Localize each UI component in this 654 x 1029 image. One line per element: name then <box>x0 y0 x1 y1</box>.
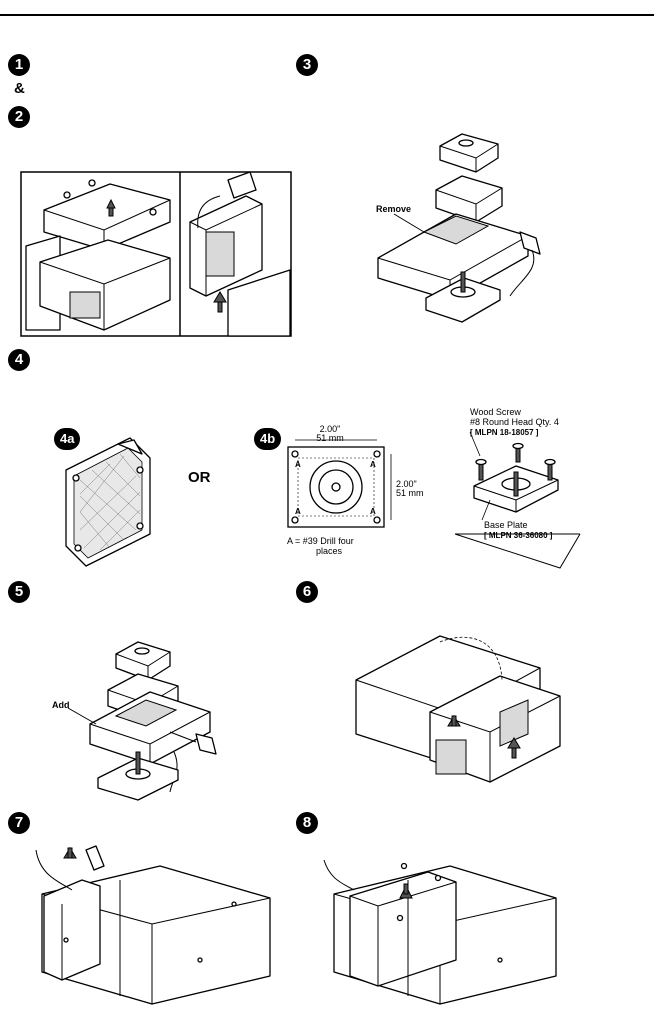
step-3-number: 3 <box>296 54 318 76</box>
dim-height-mm: 51 mm <box>396 488 424 498</box>
drill-note-line-2: places <box>316 546 343 556</box>
ampersand: & <box>14 80 25 97</box>
step-4a-badge: 4a <box>54 428 81 450</box>
step-4b-base-plate-mounting <box>454 431 581 569</box>
wood-screw-line-1: Wood Screw <box>470 407 521 417</box>
step-6-number: 6 <box>296 581 318 603</box>
step-1-2-illustration <box>20 171 292 337</box>
step-5-illustration <box>67 641 217 801</box>
step-1-number: 1 <box>8 54 30 76</box>
step-4b-badge: 4b <box>254 428 282 450</box>
label-add: Add <box>52 700 70 710</box>
step-8-illustration <box>323 859 557 1005</box>
hole-marker-tr: A <box>370 460 376 469</box>
dim-height-inches: 2.00" <box>396 479 417 489</box>
base-plate-line-1: Base Plate <box>484 520 528 530</box>
dim-width-inches: 2.00" <box>320 424 341 434</box>
wood-screw-line-2: #8 Round Head Qty. 4 <box>470 417 559 427</box>
step-5-number: 5 <box>8 581 30 603</box>
dim-width-mm: 51 mm <box>316 433 344 443</box>
hole-marker-br: A <box>370 507 376 516</box>
top-rule <box>0 14 654 16</box>
base-plate-line-2: [ MLPN 36-36080 ] <box>484 531 553 540</box>
hole-marker-tl: A <box>295 460 301 469</box>
step-2-number: 2 <box>8 106 30 128</box>
step-7-illustration <box>35 845 271 1005</box>
step-3-illustration <box>377 133 541 323</box>
step-7-number: 7 <box>8 812 30 834</box>
wood-screw-line-3: [ MLPN 18-18057 ] <box>470 428 539 437</box>
step-4-number: 4 <box>8 349 30 371</box>
label-remove: Remove <box>376 204 411 214</box>
step-6-illustration <box>355 635 561 783</box>
hole-marker-bl: A <box>295 507 301 516</box>
drill-note-line-1: A = #39 Drill four <box>287 536 354 546</box>
step-4b-template <box>287 439 392 528</box>
step-4a-adhesive-pad <box>65 437 151 567</box>
or-text: OR <box>188 469 211 486</box>
step-8-number: 8 <box>296 812 318 834</box>
